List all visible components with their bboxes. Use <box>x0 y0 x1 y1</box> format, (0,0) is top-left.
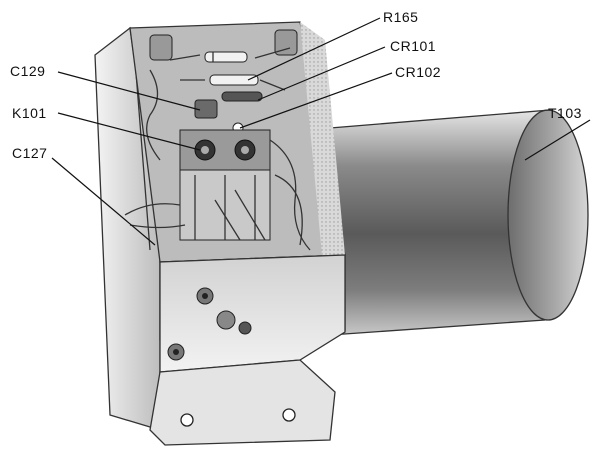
label-c129: C129 <box>10 63 45 79</box>
leader-lines <box>51 17 591 246</box>
front-mounting-plate <box>159 254 346 373</box>
wiring-harness <box>124 139 311 251</box>
label-t103: T103 <box>548 105 582 121</box>
relay-k101 <box>179 129 271 241</box>
label-k101: K101 <box>12 105 47 121</box>
leader-k101 <box>57 112 201 151</box>
leader-c127 <box>51 157 156 246</box>
label-c127: C127 <box>12 145 47 161</box>
terminal-posts <box>146 29 298 161</box>
callout-labels: R165 CR101 CR102 C129 K101 C127 T103 <box>10 9 582 161</box>
leader-r165 <box>247 17 381 81</box>
label-r165: R165 <box>383 9 418 25</box>
leader-t103 <box>524 119 591 161</box>
transformer-t103 <box>329 109 589 336</box>
leader-cr101 <box>257 46 386 101</box>
leader-c129 <box>57 71 201 111</box>
leader-cr102 <box>239 72 393 129</box>
label-cr101: CR101 <box>390 38 436 54</box>
bottom-mounting-flange <box>149 359 336 446</box>
label-cr102: CR102 <box>395 64 441 80</box>
